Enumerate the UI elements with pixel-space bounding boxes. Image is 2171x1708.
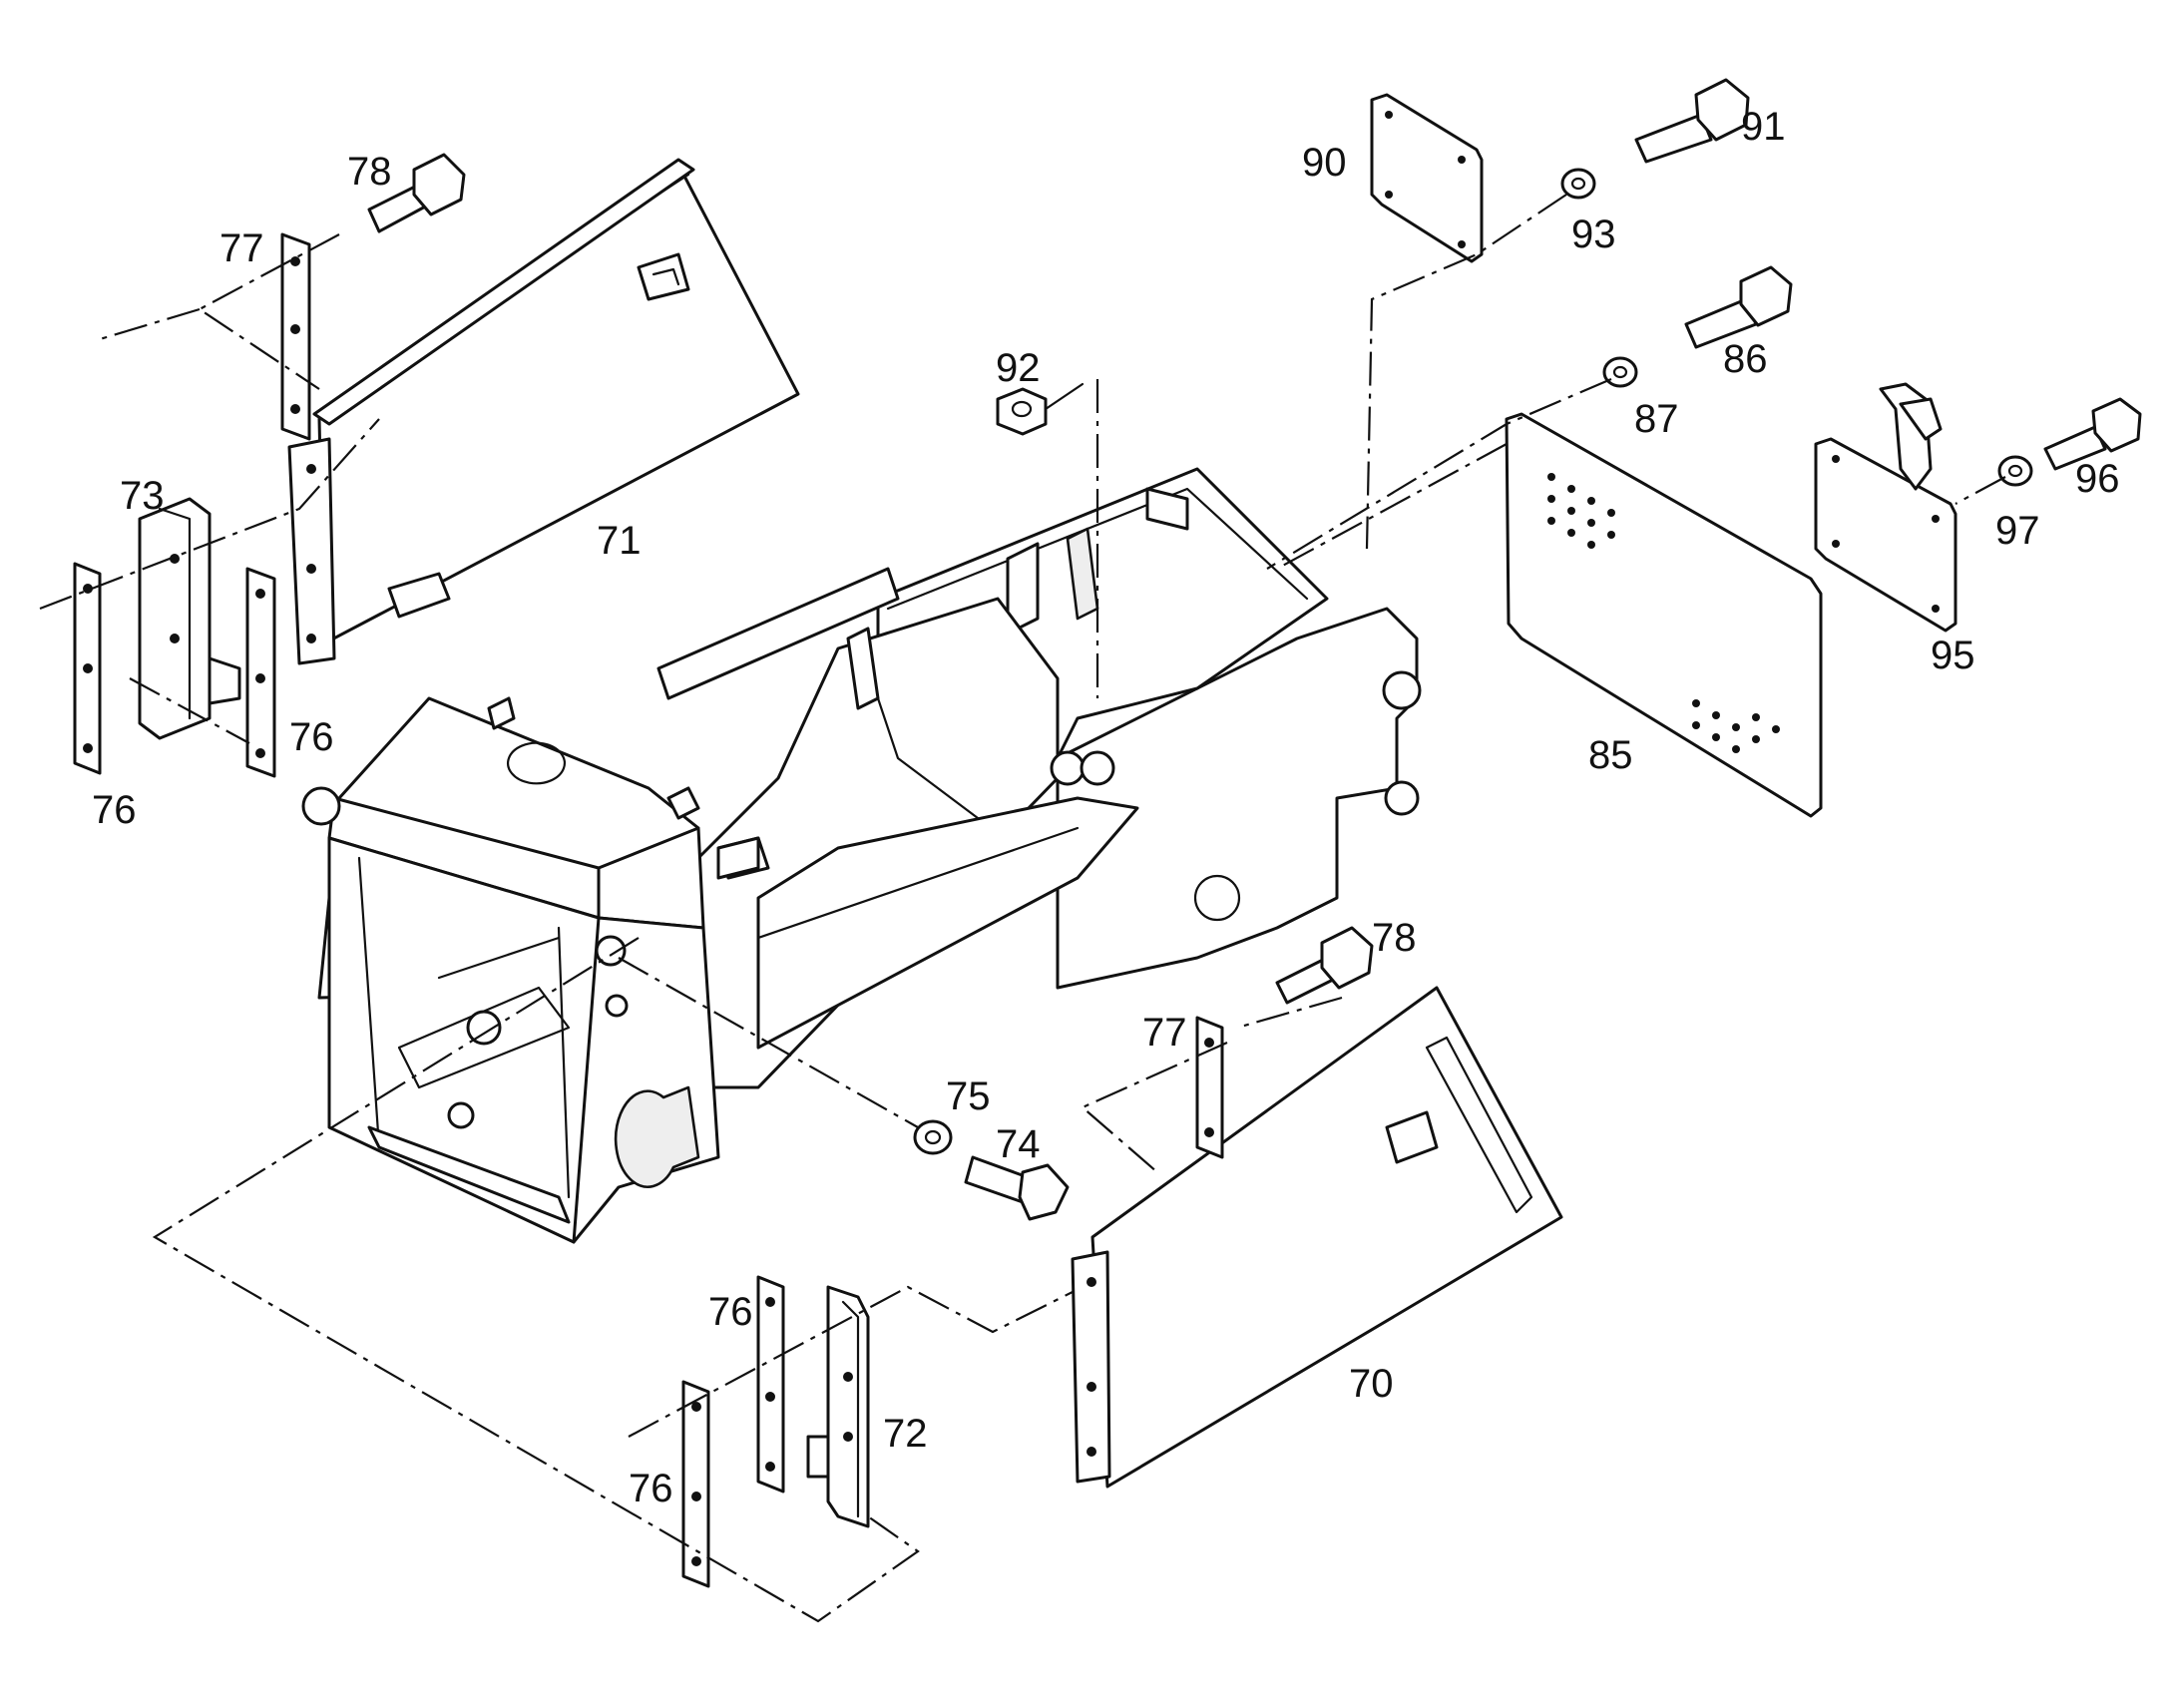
washer-87 [1602,356,1638,388]
bracket-77-lower [1195,1016,1224,1159]
callout-73: 73 [120,474,165,518]
callout-97: 97 [1995,509,2040,553]
door-71 [287,158,800,665]
callout-71: 71 [597,519,642,563]
callout-76-bottom-b: 76 [629,1467,673,1510]
washer-93 [1560,168,1596,200]
main-frame [301,467,1422,1244]
bolt-78-upper [367,153,466,233]
vent-holes-upper [1547,473,1615,549]
bolt-74 [964,1155,1070,1221]
door-70 [1071,986,1563,1489]
plate-90 [1370,93,1484,263]
handle-assembly-95 [1814,382,1957,633]
callout-78-lower: 78 [1372,916,1417,960]
callout-76-mid: 76 [289,715,334,759]
callout-70: 70 [1349,1362,1394,1406]
callout-77-lower: 77 [1142,1011,1187,1055]
washer-97 [1997,455,2033,487]
bracket-77-upper [280,232,311,441]
callout-96: 96 [2075,457,2120,501]
nut-92 [996,387,1048,436]
callout-labels: 70 71 72 73 74 75 76 76 76 76 77 77 78 7… [92,105,2120,1510]
bolt-86 [1684,265,1793,349]
callout-76-left: 76 [92,788,137,832]
callout-86: 86 [1723,337,1768,381]
strip-76-bottom-b [681,1380,710,1588]
callout-74: 74 [996,1122,1041,1166]
strip-76-mid [245,567,276,778]
callout-77-upper: 77 [219,226,264,270]
bolt-91 [1634,78,1750,164]
callout-76-bottom-a: 76 [708,1290,753,1334]
strip-76-bottom-a [756,1275,785,1494]
callout-91: 91 [1741,105,1786,149]
vent-holes-lower [1692,699,1780,753]
callout-92: 92 [996,346,1041,390]
callout-85: 85 [1588,733,1633,777]
callout-78-upper: 78 [347,150,392,194]
callout-90: 90 [1302,141,1347,185]
callout-93: 93 [1571,213,1616,256]
bracket-73 [138,497,241,740]
strip-76-left [73,562,102,775]
callout-95: 95 [1931,634,1975,677]
bolt-96 [2043,397,2142,471]
panel-85 [1505,412,1823,818]
bolt-78-lower [1275,926,1374,1005]
callout-87: 87 [1634,397,1679,441]
callout-72: 72 [883,1412,928,1456]
washer-75 [913,1119,953,1155]
callout-75: 75 [946,1074,991,1118]
bracket-72 [806,1285,870,1528]
assembly-center-lines [39,194,2006,1623]
